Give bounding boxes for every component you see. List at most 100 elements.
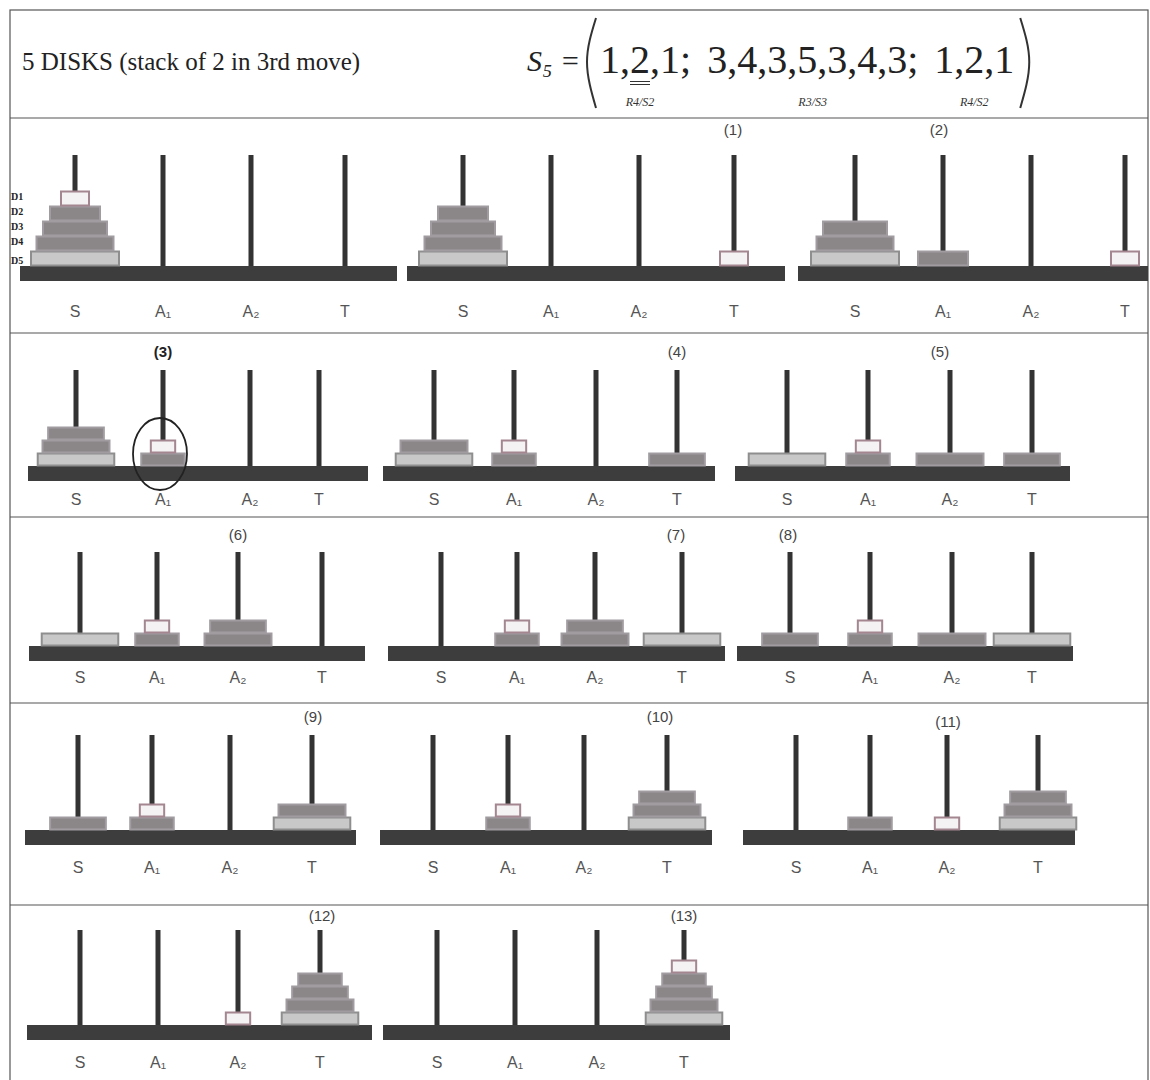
callout-number: (7): [667, 527, 685, 543]
disk: [1000, 818, 1077, 830]
peg-label: T: [315, 1054, 325, 1072]
disk: [274, 818, 351, 830]
peg-label: A₁: [150, 1054, 166, 1072]
row-divider: [10, 117, 1148, 118]
peg-label: A₂: [576, 859, 593, 877]
disk: [226, 1013, 250, 1025]
disk: [396, 454, 473, 466]
disk: [486, 818, 530, 830]
disk: [935, 818, 959, 830]
disk: [1004, 454, 1060, 466]
peg-label: S: [436, 669, 447, 687]
disk: [205, 634, 272, 646]
callout-number: (2): [930, 122, 948, 138]
peg-rod: [435, 930, 440, 1025]
disk: [43, 222, 107, 236]
disk: [634, 805, 701, 817]
hanoi-panel: [20, 155, 397, 281]
peg-label: A₁: [500, 859, 516, 877]
callout-number: (13): [671, 908, 698, 924]
disk: [282, 1013, 359, 1025]
disk: [151, 441, 175, 453]
hanoi-panel: [735, 370, 1070, 481]
peg-label: A₁: [155, 491, 171, 509]
peg-rod: [343, 155, 348, 266]
disk: [298, 974, 342, 986]
peg-label: A₁: [506, 491, 522, 509]
callout-number: (5): [931, 344, 949, 360]
peg-label: A₁: [862, 669, 878, 687]
peg-rod: [794, 735, 799, 830]
disk: [762, 634, 818, 646]
disk: [37, 237, 114, 251]
peg-rod: [788, 552, 793, 646]
peg-label: A₂: [939, 859, 956, 877]
peg-label: T: [340, 303, 350, 321]
disk: [50, 207, 100, 221]
disk-label: D5: [11, 256, 23, 266]
base-bar: [407, 266, 785, 281]
hanoi-panel: [383, 370, 715, 481]
peg-label: T: [677, 669, 687, 687]
peg-label: T: [307, 859, 317, 877]
highlight-ellipse: [133, 418, 187, 490]
peg-label: T: [317, 669, 327, 687]
formula-subscript: R4/S2: [960, 96, 989, 109]
callout-number: (3): [154, 344, 172, 360]
disk-label: D2: [11, 207, 23, 217]
peg-label: S: [785, 669, 796, 687]
peg-rod: [513, 930, 518, 1025]
peg-label: A₁: [144, 859, 160, 877]
peg-rod: [248, 370, 253, 466]
base-bar: [798, 266, 1148, 281]
peg-label: T: [314, 491, 324, 509]
peg-label: T: [1027, 669, 1037, 687]
hanoi-panel: [743, 735, 1076, 845]
disk: [419, 252, 507, 266]
peg-label: S: [73, 859, 84, 877]
disk: [994, 634, 1071, 646]
disk: [502, 441, 526, 453]
peg-rod: [236, 930, 241, 1025]
disk: [130, 818, 174, 830]
left-parenthesis: [587, 18, 596, 108]
disk: [140, 805, 164, 817]
callout-number: (8): [779, 527, 797, 543]
callout-number: (12): [309, 908, 336, 924]
peg-label: A₂: [588, 491, 605, 509]
peg-label: S: [458, 303, 469, 321]
row-divider: [10, 702, 1148, 703]
hanoi-panel: [798, 155, 1148, 281]
peg-label: A₁: [862, 859, 878, 877]
disk: [646, 1013, 723, 1025]
peg-rod: [948, 370, 953, 466]
peg-label: S: [782, 491, 793, 509]
disk: [567, 621, 623, 633]
disk: [31, 252, 119, 266]
disk: [279, 805, 346, 817]
row-divider: [10, 904, 1148, 905]
peg-label: A₂: [944, 669, 961, 687]
peg-rod: [785, 370, 790, 466]
base-bar: [25, 830, 356, 845]
disk: [425, 237, 502, 251]
title: 5 DISKS (stack of 2 in 3rd move): [22, 48, 360, 76]
peg-rod: [78, 930, 83, 1025]
peg-rod: [637, 155, 642, 266]
peg-rod: [1123, 155, 1128, 266]
row-divider: [10, 332, 1148, 333]
disk: [43, 441, 110, 453]
peg-rod: [1030, 552, 1035, 646]
peg-label: A₂: [243, 303, 260, 321]
peg-rod: [594, 370, 599, 466]
disk: [562, 634, 629, 646]
hanoi-panel: [407, 155, 785, 281]
hanoi-panel: [383, 930, 730, 1040]
peg-label: T: [679, 1054, 689, 1072]
disk: [496, 805, 520, 817]
frame-border: [10, 10, 1148, 1080]
disk: [858, 621, 882, 633]
disk: [1010, 792, 1066, 804]
peg-rod: [249, 155, 254, 266]
